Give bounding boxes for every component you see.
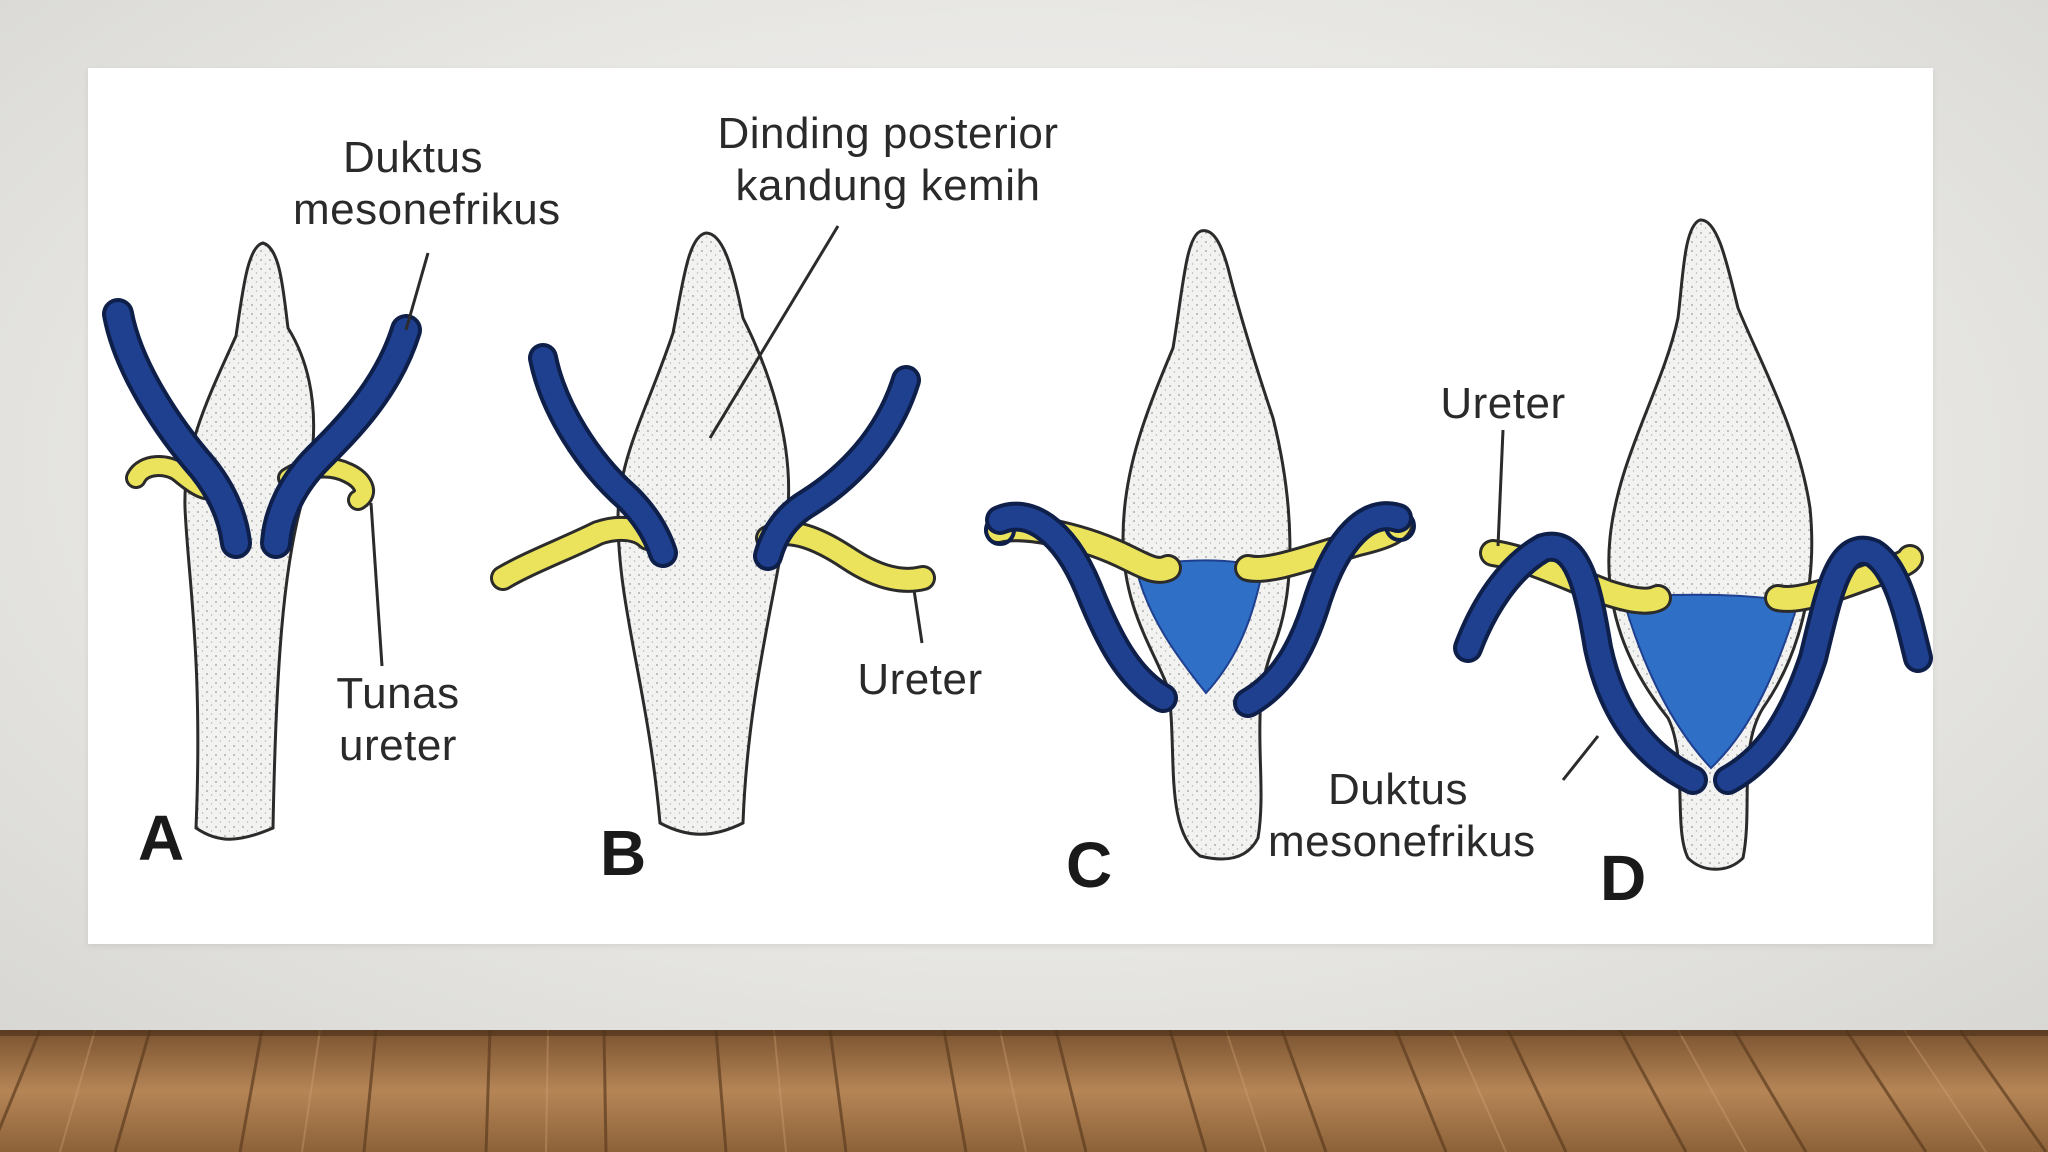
trigone-c [1134,559,1265,695]
floor-planks [0,1030,2048,1152]
bladder-b [616,231,791,836]
panel-letter-a: A [138,802,185,874]
stage-c-figure [984,229,1416,861]
wooden-floor [0,1030,2048,1152]
leader-tunas [369,502,384,667]
trigone-d [1621,593,1800,770]
label-tunas-ureter: Tunas ureter [336,669,460,770]
leader-dinding [708,225,840,439]
label-dinding-posterior: Dinding posterior kandung kemih [717,109,1059,210]
leader-duktus-a [404,252,430,331]
bladder-d [1607,218,1814,871]
diagram-panel: Duktus mesonefrikus Dinding posterior ka… [88,68,1933,944]
label-duktus-mesonefrikus-d: Duktus mesonefrikus [1268,765,1536,866]
panel-letter-c: C [1066,829,1113,901]
stage-a-figure [102,241,430,841]
panel-letter-d: D [1600,842,1647,914]
panel-letter-b: B [600,817,647,889]
leader-duktus-d [1561,735,1600,781]
leader-ureter-b [912,589,924,644]
stage-b-figure [490,225,936,836]
bladder-c [1121,229,1292,861]
label-ureter-b: Ureter [857,655,983,704]
label-ureter-d: Ureter [1440,379,1566,428]
bladder-development-diagram [102,218,1933,871]
label-duktus-mesonefrikus-a: Duktus mesonefrikus [293,133,561,234]
stage-d-figure [1453,218,1933,871]
leader-ureter-d [1496,429,1505,547]
